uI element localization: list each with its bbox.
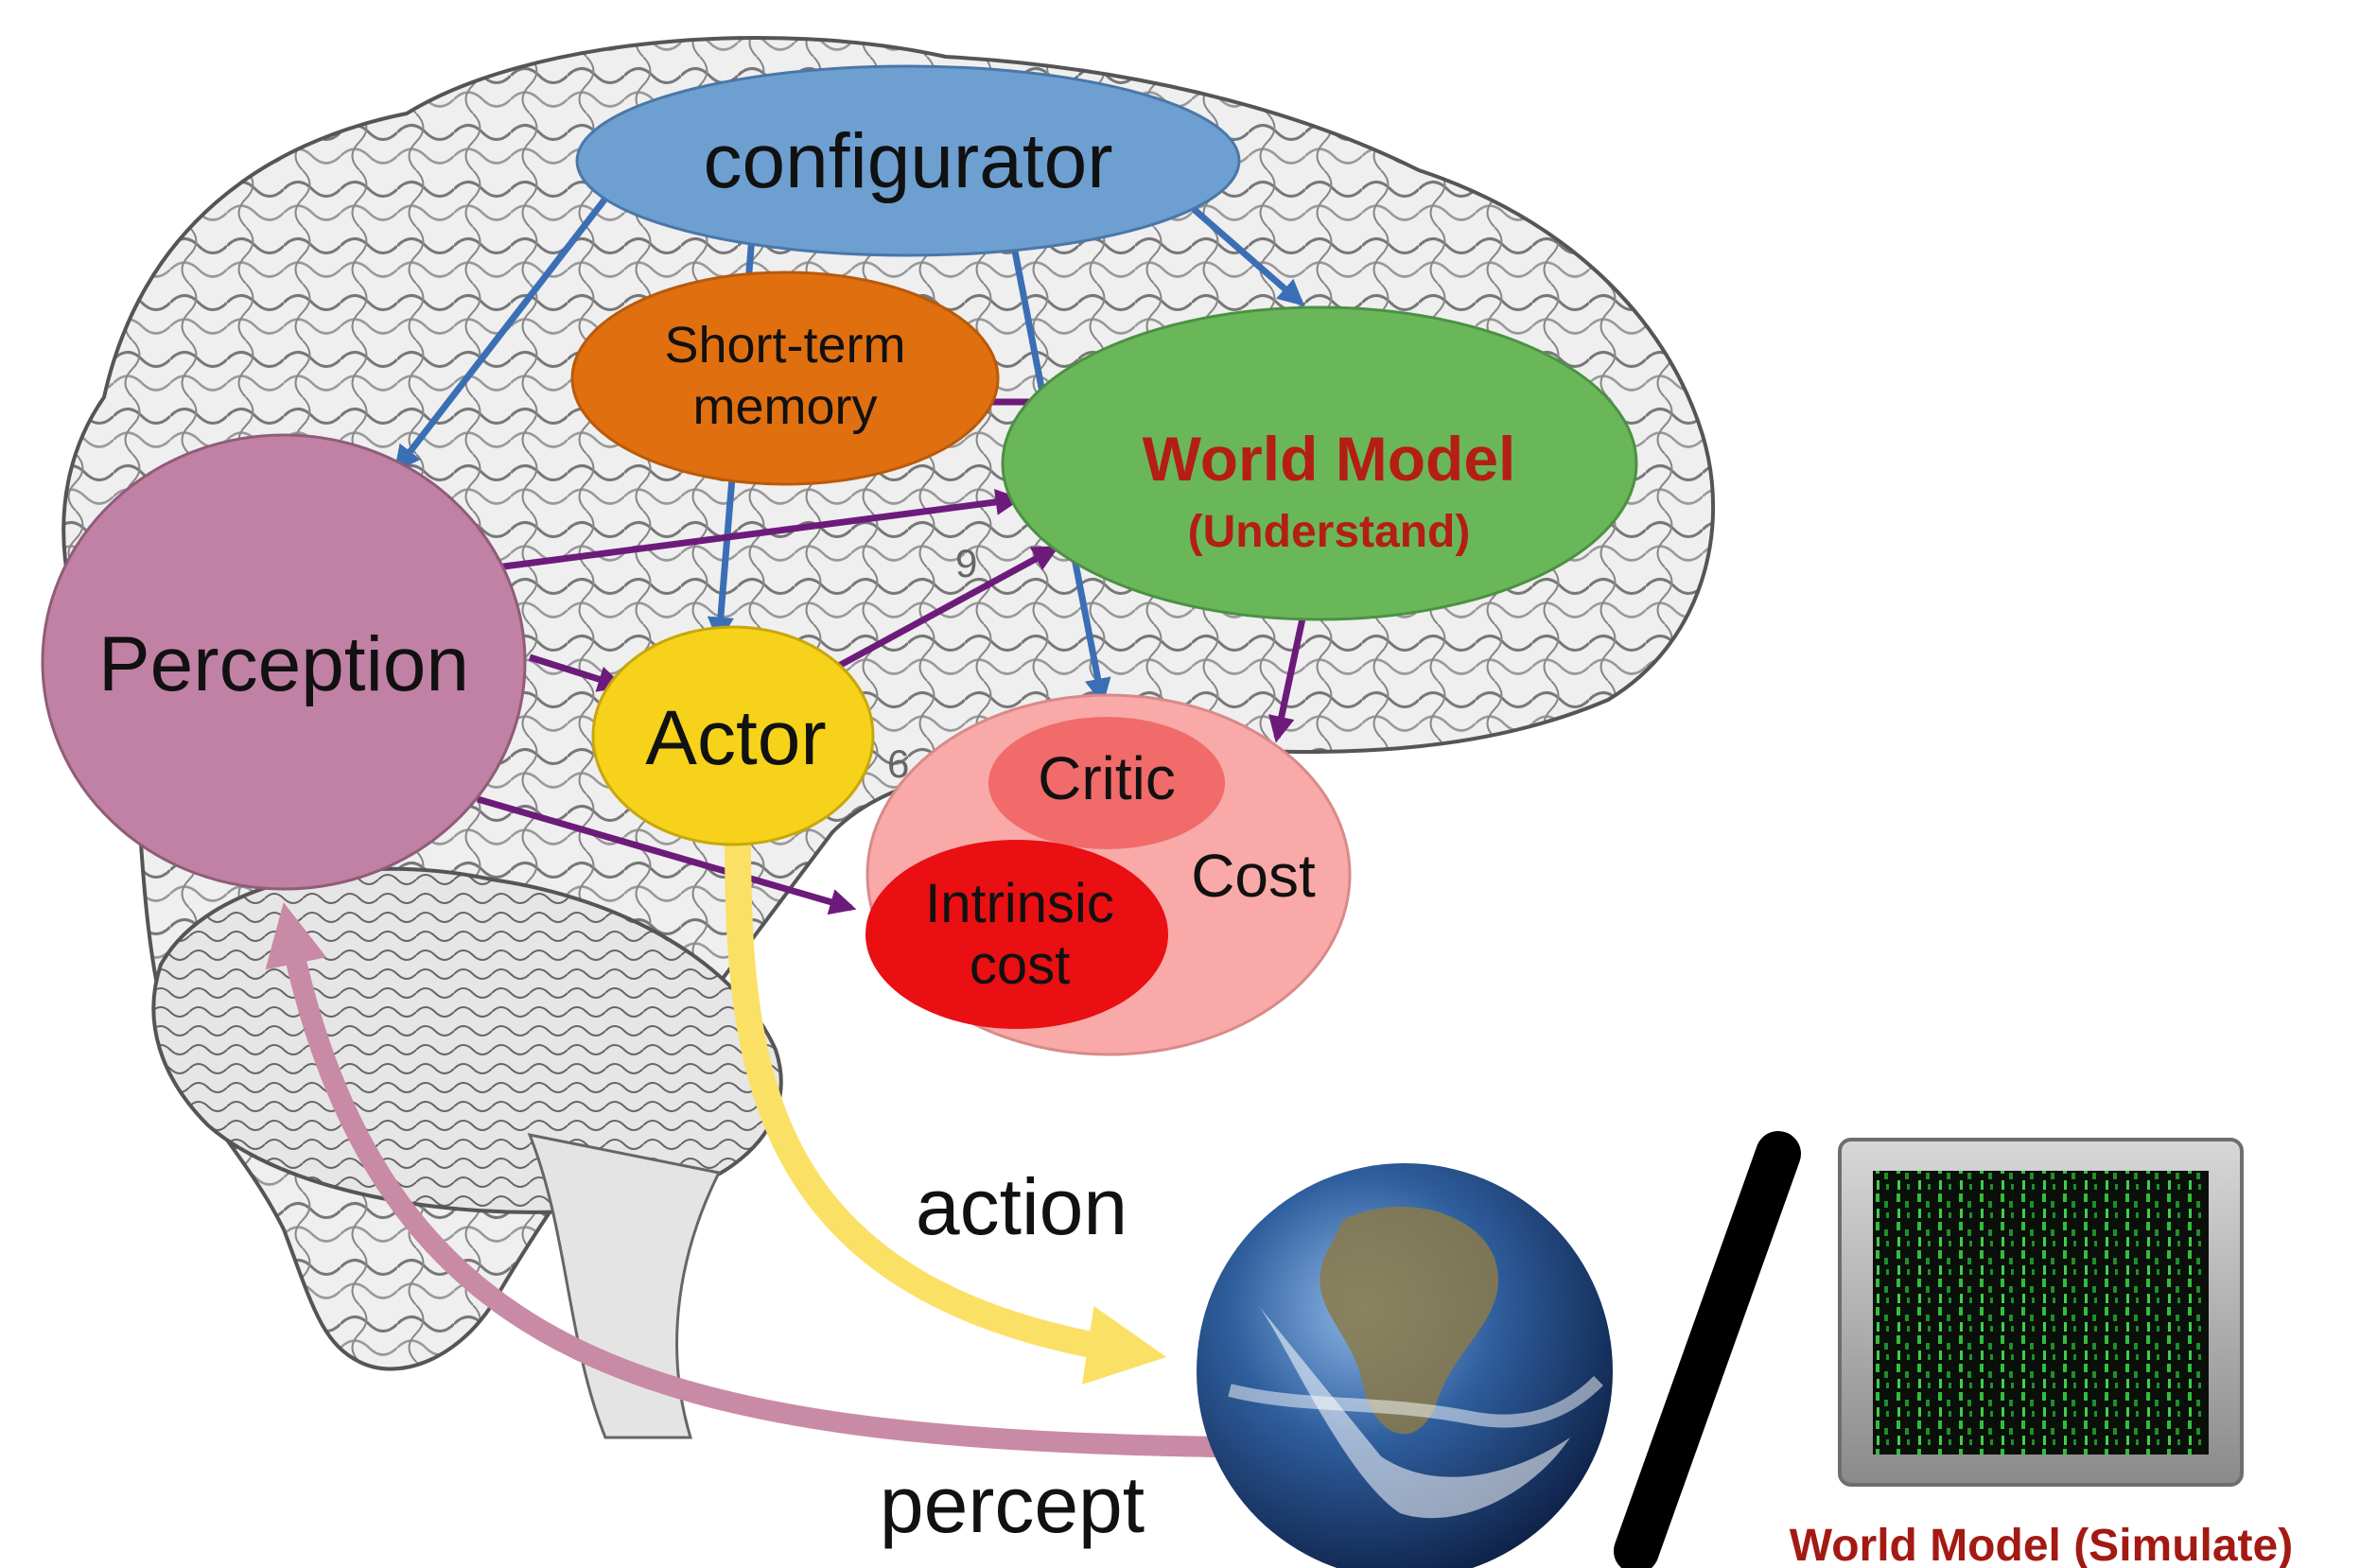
cost-node: Critic Cost Intrinsic cost — [865, 693, 1352, 1056]
simulator-caption: World Model (Simulate) — [1790, 1521, 2293, 1568]
earth-globe-image — [1197, 1163, 1613, 1568]
actor-node: Actor — [591, 625, 875, 846]
short-term-memory-label-line2: memory — [692, 378, 877, 435]
perception-node: Perception — [41, 433, 527, 891]
cost-label: Cost — [1191, 842, 1316, 910]
arrow-actor-world-model — [835, 545, 1059, 671]
critic-node — [988, 717, 1225, 849]
action-label: action — [916, 1162, 1128, 1251]
action-arrow — [725, 831, 1167, 1385]
region-number-9: 9 — [955, 541, 977, 585]
arrow-configurator-world-model — [1184, 200, 1305, 306]
short-term-memory-label-line1: Short-term — [664, 317, 905, 374]
intrinsic-cost-node — [865, 840, 1168, 1029]
short-term-memory-node: Short-term memory — [570, 270, 1000, 486]
perception-label: Perception — [98, 621, 469, 707]
intrinsic-cost-label-line1: Intrinsic — [925, 873, 1114, 934]
intrinsic-cost-label-line2: cost — [970, 934, 1070, 996]
world-model-subtitle: (Understand) — [1188, 507, 1471, 557]
arrow-world-model-cost — [1268, 604, 1309, 743]
arrow-perception-world-model — [496, 489, 1023, 571]
world-model-node: World Model (Understand) — [1001, 305, 1638, 621]
divider-slash — [1614, 1131, 1801, 1568]
arrow-perception-actor — [528, 653, 625, 692]
arrow-configurator-perception — [393, 196, 608, 473]
region-number-6: 6 — [887, 741, 909, 786]
actor-label: Actor — [645, 695, 826, 781]
configurator-node: configurator — [575, 64, 1241, 257]
critic-label: Critic — [1038, 744, 1176, 812]
arrow-perception-cost — [477, 795, 857, 915]
matrix-screen-icon — [1838, 1138, 2244, 1487]
world-model-title: World Model — [1143, 424, 1516, 494]
percept-arrow — [265, 902, 1221, 1457]
configurator-label: configurator — [703, 118, 1112, 204]
percept-label: percept — [880, 1460, 1145, 1549]
